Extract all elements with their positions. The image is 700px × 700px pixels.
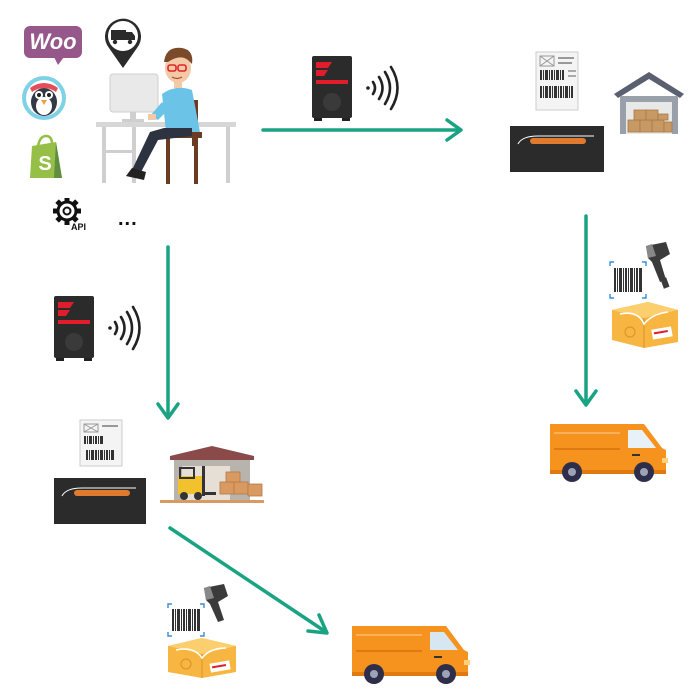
shipping-label <box>79 419 123 467</box>
barcode-scanner <box>204 584 228 622</box>
delivery-van-bottom <box>352 626 470 684</box>
barcode-icon <box>609 261 647 299</box>
arrow-desk-to-printer-top <box>261 118 463 142</box>
forklift <box>178 466 216 500</box>
delivery-truck-pin-icon <box>105 18 141 68</box>
api-gear-icon <box>53 198 81 225</box>
barcode-scanner <box>646 242 670 289</box>
arrow-printer-left-to-van <box>168 526 329 635</box>
warehouse-top <box>614 72 684 134</box>
shopify-logo: S <box>30 134 62 178</box>
operator-at-desk <box>96 47 236 184</box>
prestashop-logo <box>22 76 66 120</box>
label-printer-left <box>54 419 146 524</box>
api-label: API <box>71 222 87 232</box>
svg-text:S: S <box>38 153 51 175</box>
parcel-box <box>612 302 678 348</box>
rfid-reader-device-top <box>312 56 399 121</box>
delivery-van-right <box>550 424 668 482</box>
woocommerce-logo: Woo <box>24 26 82 65</box>
more-icon: ... <box>118 208 138 230</box>
scanned-parcel-left <box>167 584 236 678</box>
shipping-label <box>535 51 579 111</box>
warehouse-left <box>160 446 264 503</box>
barcode-icon <box>167 603 205 637</box>
label-printer-top <box>510 51 604 172</box>
arrow-printer-top-to-van <box>574 214 598 407</box>
woocommerce-logo-text: Woo <box>29 29 77 54</box>
arrow-desk-to-printer-left <box>156 245 180 420</box>
rfid-reader-device-left <box>54 296 141 361</box>
parcel-box <box>168 638 236 678</box>
scanned-parcel-top <box>609 242 678 348</box>
